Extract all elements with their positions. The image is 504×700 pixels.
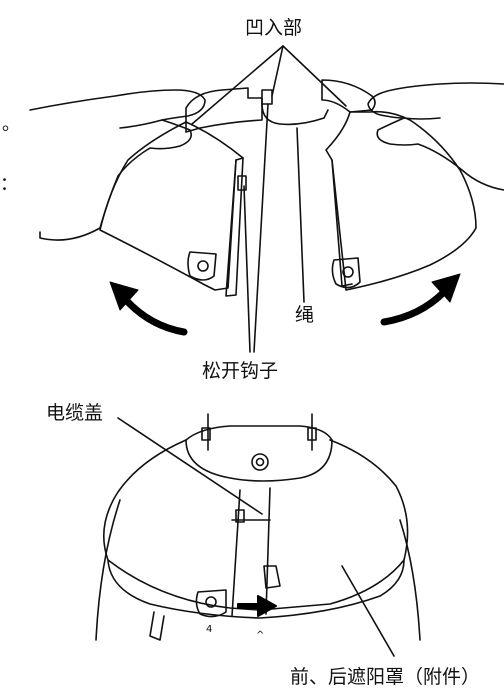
right-hand-finger: [403, 117, 441, 120]
split-line-left: [231, 489, 241, 617]
rope-label: 绳: [295, 304, 315, 326]
hook-leader-1: [243, 185, 251, 353]
left-hinge-hole: [197, 260, 209, 272]
left-hand: [29, 89, 206, 241]
rope: [261, 103, 329, 126]
cable-cover-knob: [251, 453, 269, 471]
release-hooks-label: 松开钩子: [202, 360, 279, 382]
right-shade-body: [325, 110, 477, 291]
center-hook: [261, 89, 273, 105]
recess-leader-2: [271, 45, 284, 97]
cable-cover-knob-inner: [255, 457, 265, 467]
cable-cover-label: 电缆盖: [46, 402, 104, 424]
right-hand: [367, 82, 504, 191]
margin-mark-1: 。: [2, 114, 20, 135]
connector: [263, 565, 281, 589]
recess-label: 凹入部: [245, 17, 303, 39]
lower-body-right: [399, 519, 421, 641]
margin-mark-2: ：: [0, 174, 18, 195]
left-hook: [237, 175, 247, 191]
lower-body-left: [95, 499, 121, 641]
bottom-hinge-hole: [205, 596, 217, 608]
bottom-hinge-tab: [195, 589, 227, 618]
base-ring: [107, 559, 405, 619]
bottom-figure: [95, 413, 421, 657]
right-hinge-hole: [342, 266, 354, 278]
cable-cover-leader: [117, 417, 263, 515]
left-shade-body: [99, 121, 244, 291]
left-hand-finger: [119, 119, 163, 129]
shade-label: 前、后遮阳罩（附件）: [290, 666, 481, 688]
curved-arrow-right-head: [431, 273, 461, 303]
shade-top-opening: [185, 439, 333, 482]
recess-leader-3: [282, 45, 347, 107]
left-shade-inner-edge: [225, 157, 244, 297]
tick-mark-1: 4: [206, 624, 213, 635]
base-part: [149, 611, 165, 641]
shade-leader: [341, 565, 395, 657]
push-arrow-right-icon: [237, 595, 277, 617]
curved-arrow-left-icon: [122, 296, 188, 336]
tick-mark-2: ^: [256, 630, 265, 641]
curved-arrow-left-head: [109, 281, 139, 311]
recess-leader-1: [191, 45, 284, 125]
shade-cone-outline: [102, 439, 409, 611]
shade-top-rim: [185, 425, 333, 441]
top-figure: [29, 45, 504, 353]
left-post-clip: [201, 427, 211, 441]
right-hinge-tab: [331, 257, 361, 289]
slot-hook: [235, 509, 245, 523]
curved-arrow-right-icon: [380, 288, 448, 326]
right-shade-top: [321, 79, 376, 113]
rope-leader: [296, 127, 305, 303]
split-line-right: [265, 487, 271, 615]
hook-leader-2: [253, 103, 269, 353]
left-shade-half: [185, 87, 263, 133]
left-hinge-tab: [187, 251, 217, 281]
